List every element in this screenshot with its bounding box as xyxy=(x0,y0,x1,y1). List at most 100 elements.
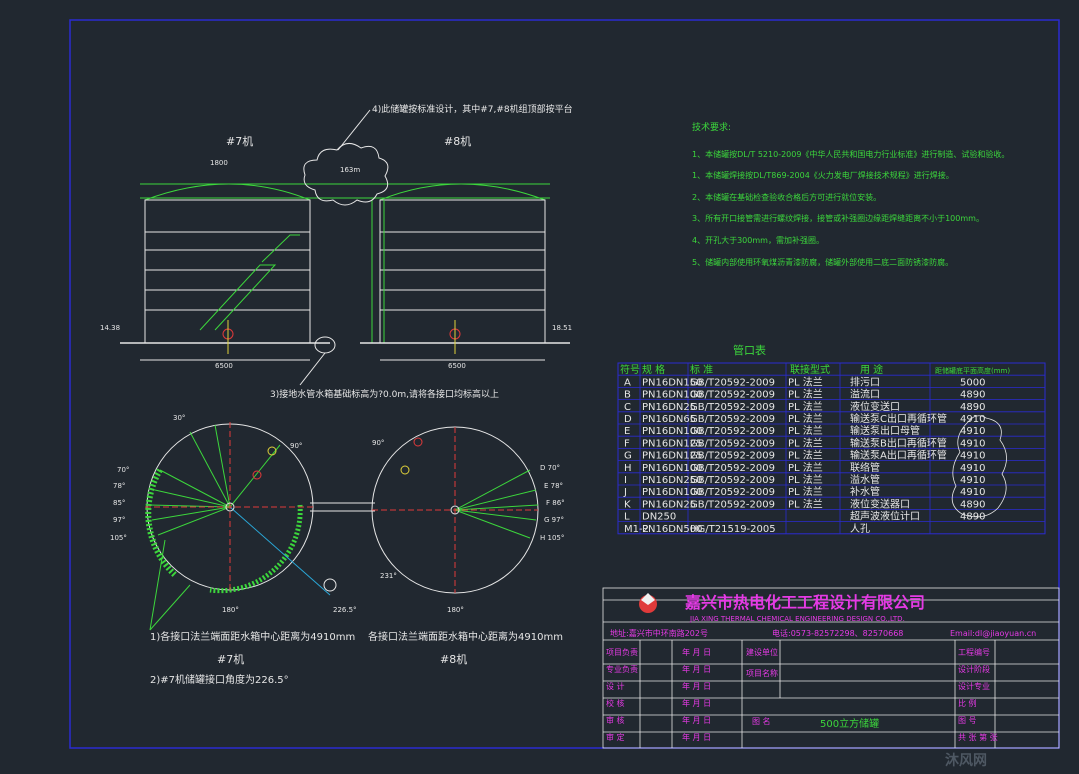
svg-text:1、本储罐焊接按DL/T869-2004《火力发电厂焊接技术: 1、本储罐焊接按DL/T869-2004《火力发电厂焊接技术规程》进行焊接。 xyxy=(692,170,954,180)
angle-label: 78° xyxy=(113,482,125,490)
elevation-label-8: #8机 xyxy=(444,134,471,148)
nozzle-table-cell: D xyxy=(624,414,632,425)
nozzle-table-cell: L xyxy=(624,512,630,523)
title-date-label: 年 月 日 xyxy=(682,732,711,742)
company-name-cn: 嘉兴市热电化工工程设计有限公司 xyxy=(684,593,925,612)
plan-view-8 xyxy=(371,426,539,594)
nozzle-table-cell: PN16DN100 xyxy=(642,390,703,401)
nozzle-table-cell: C xyxy=(624,402,631,413)
note-1: 1)各接口法兰端面距水箱中心距离为4910mm xyxy=(150,630,355,643)
nozzle-table-header: 标 准 xyxy=(690,364,713,376)
plan-label-8: #8机 xyxy=(440,652,467,666)
leader-line xyxy=(337,109,371,151)
nozzle-table-cell: GB/T20592-2009 xyxy=(690,390,775,401)
nozzle-table-cell: 4910 xyxy=(960,487,985,498)
nozzle-table-cell: PL 法兰 xyxy=(788,400,823,413)
svg-text:2、本储罐在基础检查验收合格后方可进行就位安装。: 2、本储罐在基础检查验收合格后方可进行就位安装。 xyxy=(692,192,881,202)
drawing-name: 500立方储罐 xyxy=(820,717,879,730)
note-mid: 3)接地水管水箱基础标高为?0.0m,请将各接口均标高以上 xyxy=(270,388,499,400)
nozzle-table-cell: PN16DN25 xyxy=(642,499,696,510)
nozzle-table-cell: 4910 xyxy=(960,414,985,425)
angle-label: 180° xyxy=(447,606,464,614)
nozzle-table-cell: 4910 xyxy=(960,463,985,474)
nozzle-table-cell: PN16DN125 xyxy=(642,451,703,462)
nozzle-table-cell: GB/T20592-2009 xyxy=(690,438,775,449)
elevation-view-8 xyxy=(360,183,570,361)
title-date-label: 年 月 日 xyxy=(682,681,711,691)
nozzle-table-cell: PL 法兰 xyxy=(788,424,823,437)
drawing-frame xyxy=(69,19,1060,749)
company-name-en: JIA XING THERMAL CHEMICAL ENGINEERING DE… xyxy=(689,615,905,623)
nozzle-table-cell: B xyxy=(624,390,631,401)
tech-requirements: 技术要求: 1、本储罐按DL/T 5210-2009《中华人民共和国电力行业标准… xyxy=(692,121,1009,267)
angle-label: 105° xyxy=(110,534,127,542)
title-role-label: 校 核 xyxy=(606,698,625,708)
dim-label: 6500 xyxy=(448,362,466,370)
nozzle-table-cell: PN16DN65 xyxy=(642,414,696,425)
nozzle-table-cell: 输送泵C出口再循环管 xyxy=(850,412,947,425)
angle-label: 90° xyxy=(290,442,302,450)
svg-text:3、所有开口接管需进行螺纹焊接，接管或补强圈边缘距焊缝距离不: 3、所有开口接管需进行螺纹焊接，接管或补强圈边缘距焊缝距离不小于100mm。 xyxy=(692,213,984,223)
nozzle-table-cell: K xyxy=(624,499,631,510)
nozzle-table-cell: GB/T20592-2009 xyxy=(690,377,775,388)
nozzle-table-cell: PL 法兰 xyxy=(788,473,823,486)
nozzle-table-cell: PN16DN125 xyxy=(642,438,703,449)
nozzle-table-cell: GB/T20592-2009 xyxy=(690,414,775,425)
angle-label: H 105° xyxy=(540,534,564,542)
dim-label: 163m xyxy=(340,166,360,174)
title-date-label: 年 月 日 xyxy=(682,664,711,674)
company-email: Email:dl@jiaoyuan.cn xyxy=(950,629,1036,638)
plan-label-7: #7机 xyxy=(217,652,244,666)
nozzle-table-cell: 4890 xyxy=(960,402,985,413)
nozzle-table-cell: PL 法兰 xyxy=(788,375,823,388)
revision-cloud xyxy=(303,143,389,206)
nozzle-table-cell: A xyxy=(624,377,631,388)
angle-label: D 70° xyxy=(540,464,560,472)
nozzle-table-title: 管口表 xyxy=(733,343,766,357)
nozzle-table-cell: GB/T20592-2009 xyxy=(690,475,775,486)
nozzle-table-cell: PL 法兰 xyxy=(788,388,823,401)
nozzle-table-cell: 4890 xyxy=(960,512,985,523)
svg-text:技术要求:: 技术要求: xyxy=(692,121,731,133)
nozzle-table-cell: 4910 xyxy=(960,451,985,462)
nozzle-table-cell: 4910 xyxy=(960,475,985,486)
nozzle-table-cell: PL 法兰 xyxy=(788,461,823,474)
title-right-label: 共 张 第 张 xyxy=(958,732,998,742)
title-role-label: 审 定 xyxy=(606,732,625,742)
nozzle-table-cell: 溢流口 xyxy=(850,388,880,401)
nozzle-table-cell: 溢水管 xyxy=(850,473,880,486)
nozzle-table-cell: 输送泵出口母管 xyxy=(850,424,920,437)
nozzle-table-cell: PN16DN100 xyxy=(642,463,703,474)
watermark: 沐风网 xyxy=(945,752,987,769)
nozzle-table-cell: 液位变送口 xyxy=(850,400,900,413)
project-name-label: 项目名称 xyxy=(746,668,778,678)
nozzle-table-cell: PN16DN250 xyxy=(642,475,703,486)
angle-label: 85° xyxy=(113,499,125,507)
angle-label: 90° xyxy=(372,439,384,447)
nozzle-table-cell: PN16DN150 xyxy=(642,377,703,388)
nozzle-table-cell: 联络管 xyxy=(850,461,880,474)
nozzle-table-cell: 4890 xyxy=(960,499,985,510)
company-phone: 电话:0573-82572298、82570668 xyxy=(772,628,903,638)
nozzle-table-cell: 输送泵B出口再循环管 xyxy=(850,436,947,449)
dim-label: 6500 xyxy=(215,362,233,370)
angle-label: 97° xyxy=(113,516,125,524)
leader-line-mid xyxy=(299,352,326,386)
drawing-name-label: 图 名 xyxy=(752,716,771,726)
nozzle-table-cell: M1-2 xyxy=(624,524,649,535)
nozzle-table-cell: G xyxy=(624,451,632,462)
nozzle-table-cell: 人孔 xyxy=(850,523,870,535)
nozzle-table-cell: PL 法兰 xyxy=(788,412,823,425)
nozzle-table-cell: GB/T20592-2009 xyxy=(690,402,775,413)
nozzle-table-cell: PL 法兰 xyxy=(788,485,823,498)
dim-label: 1800 xyxy=(210,159,228,167)
note-2: 2)#7机储罐接口角度为226.5° xyxy=(150,673,289,686)
title-block-roles: 项目负责年 月 日专业负责年 月 日设 计年 月 日校 核年 月 日审 核年 月… xyxy=(606,647,998,742)
nozzle-table-header: 符号 xyxy=(620,363,640,376)
title-date-label: 年 月 日 xyxy=(682,647,711,657)
angle-label: 226.5° xyxy=(333,606,357,614)
dim-label: 14.38 xyxy=(100,324,120,332)
revision-cloud-small xyxy=(314,336,336,354)
nozzle-table-cell: GB/T20592-2009 xyxy=(690,463,775,474)
